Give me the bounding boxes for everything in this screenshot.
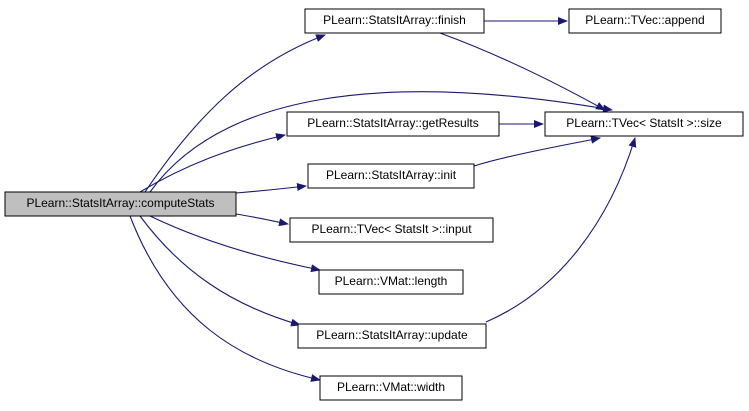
edge-finish-to-size <box>439 32 606 111</box>
edge-computestats-to-update <box>139 215 301 327</box>
node-update[interactable]: PLearn::StatsItArray::update <box>297 323 487 349</box>
node-width-label: PLearn::VMat::width <box>337 380 445 394</box>
node-input-label: PLearn::TVec< StatsIt >::input <box>311 222 472 236</box>
node-getresults-label: PLearn::StatsItArray::getResults <box>307 116 478 130</box>
node-computestats-label: PLearn::StatsItArray::computeStats <box>26 196 214 210</box>
node-width[interactable]: PLearn::VMat::width <box>319 375 463 401</box>
node-append-label: PLearn::TVec::append <box>585 13 704 27</box>
node-init-label: PLearn::StatsItArray::init <box>326 168 457 182</box>
edge-computestats-to-size <box>149 91 613 193</box>
edge-computestats-to-length <box>149 215 321 273</box>
edge-computestats-to-getresults <box>139 133 286 193</box>
node-computestats[interactable]: PLearn::StatsItArray::computeStats <box>4 191 237 217</box>
node-size-label: PLearn::TVec< StatsIt >::size <box>566 116 722 130</box>
node-length-label: PLearn::VMat::length <box>335 274 448 288</box>
edge-computestats-to-width <box>129 215 321 382</box>
edge-computestats-to-input <box>235 213 289 227</box>
node-finish[interactable]: PLearn::StatsItArray::finish <box>304 8 485 34</box>
node-append[interactable]: PLearn::TVec::append <box>568 8 722 34</box>
edge-update-to-size <box>485 137 637 323</box>
node-length[interactable]: PLearn::VMat::length <box>318 269 464 295</box>
edge-init-to-size <box>473 135 601 167</box>
node-size[interactable]: PLearn::TVec< StatsIt >::size <box>544 111 744 137</box>
edge-computestats-to-init <box>235 183 307 194</box>
node-getresults[interactable]: PLearn::StatsItArray::getResults <box>286 111 500 137</box>
node-update-label: PLearn::StatsItArray::update <box>316 328 468 342</box>
node-input[interactable]: PLearn::TVec< StatsIt >::input <box>289 217 494 243</box>
edges <box>129 17 637 382</box>
node-finish-label: PLearn::StatsItArray::finish <box>323 13 466 27</box>
edge-computestats-to-finish <box>144 34 326 193</box>
node-init[interactable]: PLearn::StatsItArray::init <box>307 163 475 189</box>
nodes: PLearn::StatsItArray::computeStats PLear… <box>4 8 744 401</box>
